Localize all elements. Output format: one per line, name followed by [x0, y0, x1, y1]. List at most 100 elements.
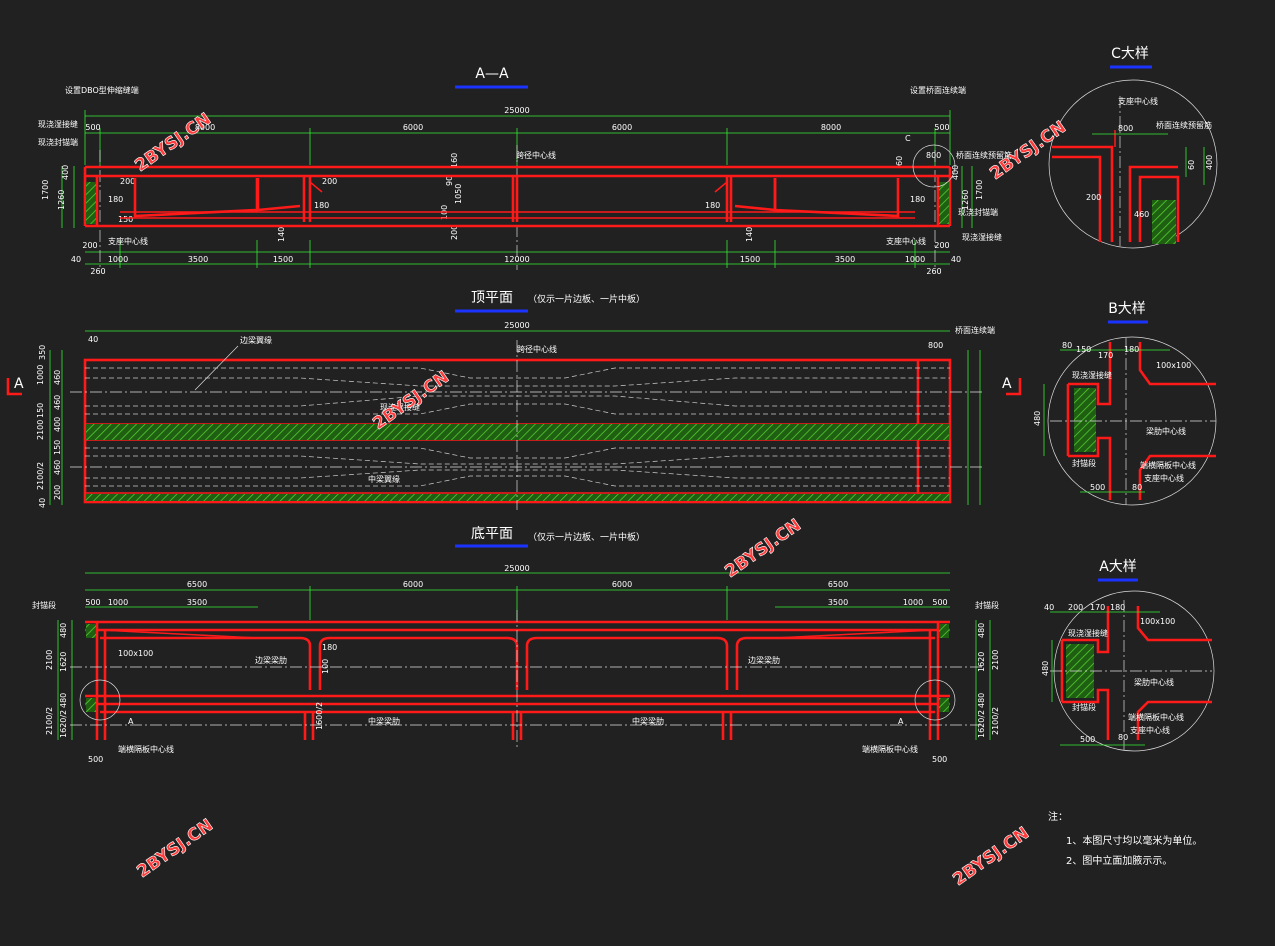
- detail-b-title: B大样: [1108, 301, 1146, 317]
- aa-inner-10: 90: [445, 176, 454, 186]
- section-aa: A—A 设置DBO型伸缩缝端 设置桥面连续端: [38, 66, 1012, 276]
- detail-a-label-8: 封锚段: [1072, 702, 1096, 712]
- aa-bot-dim-3: 12000: [504, 255, 529, 264]
- pb-label-mid-rib-r: 中梁梁肋: [632, 716, 664, 726]
- notes: 注： 1、本图尺寸均以毫米为单位。 2、图中立面加腋示示。: [1048, 810, 1202, 867]
- aa-end-4: 260: [926, 267, 941, 276]
- pt-side-4: 400: [53, 417, 62, 432]
- pt-section-mark-left: [6, 378, 22, 396]
- aa-inner-9: 160: [450, 153, 459, 168]
- pt-label-edge-beam: 边梁翼缘: [240, 335, 272, 345]
- detail-b: B大样 80 150 170 180 100x100 现浇湿接缝 480 梁肋中…: [1033, 301, 1217, 506]
- aa-left-h-0: 1700: [41, 180, 50, 200]
- aa-right-h-1: 1260: [961, 190, 970, 210]
- pb-side-4: 2100/2: [45, 707, 54, 735]
- detail-a-label-7: 梁肋中心线: [1134, 677, 1174, 687]
- aa-inner-0: 200: [120, 177, 135, 186]
- aa-inner-7: 140: [745, 227, 754, 242]
- detail-a-label-6: 480: [1041, 661, 1050, 676]
- plan-bottom-subtitle: （仅示一片边板、一片中板）: [528, 531, 645, 543]
- aa-total-dim: 25000: [504, 106, 529, 115]
- detail-a-label-12: 80: [1118, 733, 1128, 742]
- aa-label-cl-span: 跨径中心线: [516, 150, 556, 160]
- aa-inner-4: 140: [277, 227, 286, 242]
- aa-inner-8: 180: [910, 195, 925, 204]
- aa-end-3: 40: [951, 255, 961, 264]
- pb-label-seal-l: 封锚段: [32, 600, 56, 610]
- pt-section-mark-right: [1006, 378, 1022, 396]
- aa-inner-14: 60: [895, 156, 904, 166]
- aa-top-dim-0: 500: [85, 123, 100, 132]
- aa-bot-dim-0: 1000: [108, 255, 128, 264]
- plan-bottom: 底平面 （仅示一片边板、一片中板） 25000 6500 6000 6000 6…: [32, 526, 1000, 764]
- pt-hidden-ribs: [85, 367, 950, 487]
- pt-joint-hatch: [86, 424, 949, 440]
- aa-label-right-2: 现浇封锚端: [958, 207, 998, 217]
- detail-a: A大样 40 200 170 180 100x100 现浇湿接缝 480 梁肋中…: [1041, 559, 1215, 752]
- aa-label-left-1: 现浇湿接缝: [38, 119, 78, 129]
- aa-inner-15: 800: [926, 151, 941, 160]
- aa-label-support-r: 支座中心线: [886, 236, 926, 246]
- aa-label-c-mark: C: [905, 134, 911, 143]
- aa-top-dim-3: 6000: [612, 123, 632, 132]
- detail-b-label-12: 80: [1132, 483, 1142, 492]
- pb-dim-lines: [57, 572, 991, 740]
- watermark-5: 2BYSJ.CN: [133, 815, 216, 882]
- detail-b-label-6: 480: [1033, 411, 1042, 426]
- pt-leader-edge: [194, 345, 239, 391]
- pb-label-mid-rib-l: 中梁梁肋: [368, 716, 400, 726]
- aa-bot-dim-1: 3500: [188, 255, 208, 264]
- detail-b-label-4: 100x100: [1156, 361, 1191, 370]
- aa-left-h-1: 1260: [57, 190, 66, 210]
- pb-top-dim-3: 6500: [828, 580, 848, 589]
- pt-side-8: 460: [53, 460, 62, 475]
- pb-hatch-ml: [86, 698, 96, 712]
- aa-inner-13: 200: [450, 225, 459, 240]
- aa-top-dim-2: 6000: [403, 123, 423, 132]
- pb-label-sec-a-r: A: [898, 717, 904, 726]
- pt-side-9: 2100/2: [36, 462, 45, 490]
- detail-c-title: C大样: [1111, 46, 1149, 62]
- aa-inner-5: 200: [322, 177, 337, 186]
- detail-c-label-2: 800: [1118, 124, 1133, 133]
- plan-top-title: 顶平面: [471, 290, 513, 306]
- pt-dim-800: 800: [928, 341, 943, 350]
- pt-side-0: 350: [38, 345, 47, 360]
- aa-label-left-top: 设置DBO型伸缩缝端: [65, 85, 139, 95]
- pb-side-0: 480: [59, 623, 68, 638]
- plan-top-subtitle: （仅示一片边板、一片中板）: [528, 293, 645, 305]
- aa-right-h-2: 400: [951, 165, 960, 180]
- detail-a-label-4: 100x100: [1140, 617, 1175, 626]
- detail-c-label-6: 460: [1134, 210, 1149, 219]
- pb-side-r-5: 1620/2: [977, 710, 986, 738]
- detail-c-label-3: 60: [1187, 160, 1196, 170]
- pb-inner-2: 1600/2: [315, 702, 324, 730]
- pt-dim-40: 40: [88, 335, 98, 344]
- aa-label-right-top: 设置桥面连续端: [910, 85, 966, 95]
- pb-inner-1: 100: [321, 659, 330, 674]
- watermark-6: 2BYSJ.CN: [949, 823, 1032, 890]
- detail-b-label-7: 梁肋中心线: [1146, 426, 1186, 436]
- aa-beam-outline: [83, 165, 952, 228]
- notes-line-2: 2、图中立面加腋示示。: [1066, 854, 1172, 867]
- pb-side-r-2: 1620: [977, 652, 986, 672]
- detail-b-label-11: 500: [1090, 483, 1105, 492]
- pt-side-2: 150: [36, 403, 45, 418]
- pb-inner-3: 100x100: [118, 649, 153, 658]
- detail-a-title: A大样: [1099, 559, 1137, 575]
- pb-side-2: 1620: [59, 652, 68, 672]
- pb-label-seal-r: 封锚段: [975, 600, 999, 610]
- pb-hatch-tr: [939, 624, 949, 638]
- aa-bot-dim-5: 3500: [835, 255, 855, 264]
- detail-c: C大样 支座中心线 桥面连续预留筋 800 60 400 200 460: [1048, 46, 1218, 249]
- aa-label-left-2: 现浇封锚端: [38, 137, 78, 147]
- pb-side-3: 480: [59, 693, 68, 708]
- pt-label-cl: 跨径中心线: [517, 344, 557, 354]
- aa-inner-3: 180: [314, 201, 329, 210]
- detail-a-label-2: 170: [1090, 603, 1105, 612]
- notes-line-1: 1、本图尺寸均以毫米为单位。: [1066, 834, 1202, 847]
- pt-side-5: 460: [53, 395, 62, 410]
- detail-b-label-8: 封锚段: [1072, 458, 1096, 468]
- detail-a-label-9: 端横隔板中心线: [1128, 712, 1184, 722]
